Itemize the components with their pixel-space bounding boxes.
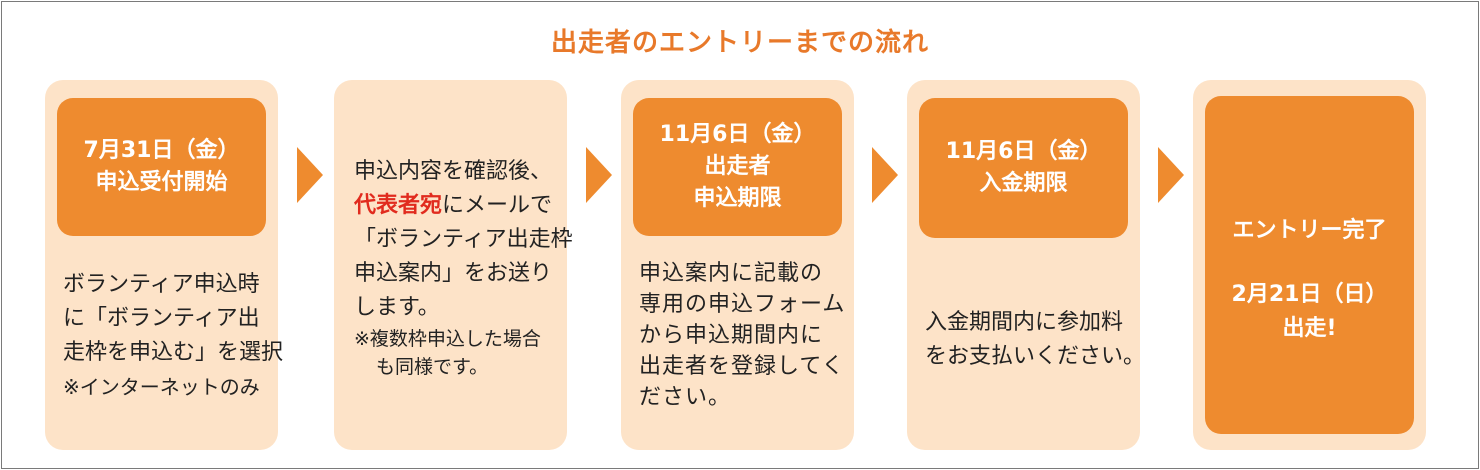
step-5-start: 出走! [1282, 316, 1337, 341]
step-4-card: 11月6日（金） 入金期限 入金期間内に参加料 をお支払いください。 [907, 80, 1146, 450]
step-3-card: 11月6日（金） 出走者 申込期限 申込案内に記載の 専用の申込フォーム から申… [621, 80, 854, 450]
step-4-header: 11月6日（金） 入金期限 [919, 98, 1128, 238]
step-3-header: 11月6日（金） 出走者 申込期限 [633, 98, 842, 236]
step-2-line-2-rest: にメールで [442, 193, 553, 218]
step-1-card: 7月31日（金） 申込受付開始 ボランティア申込時 に「ボランティア出 走枠を申… [45, 80, 284, 450]
step-3-date: 11月6日（金） [659, 122, 816, 147]
step-2-body: 申込内容を確認後、 代表者宛にメールで 「ボランティア出走枠 申込案内」をお送り… [354, 155, 573, 381]
step-4-date: 11月6日（金） [945, 139, 1102, 164]
step-4-line-2: をお支払いください。 [925, 344, 1146, 369]
step-2-line-2: 代表者宛にメールで [354, 189, 555, 223]
step-3-line-1: 申込案内に記載の [639, 261, 824, 286]
step-2-line-4: 申込案内」をお送り [354, 261, 553, 286]
step-2-note-1: ※複数枠申込した場合 [354, 328, 541, 350]
step-3-line-5: ださい。 [639, 385, 732, 410]
step-2-line-1: 申込内容を確認後、 [354, 159, 553, 184]
step-3-body: 申込案内に記載の 専用の申込フォーム から申込期間内に 出走者を登録してく ださ… [639, 258, 846, 413]
step-3-line-4: 出走者を登録してく [639, 354, 845, 379]
step-5-complete: エントリー完了 [1232, 218, 1387, 243]
arrow-3 [872, 147, 898, 203]
step-2-line-3: 「ボランティア出走枠 [354, 227, 573, 252]
step-5-final-box: エントリー完了 2月21日（日） 出走! [1205, 96, 1414, 434]
step-1-label: 申込受付開始 [95, 170, 228, 195]
step-1-line-2: に「ボランティア出 [63, 306, 260, 331]
step-3-line-2: 専用の申込フォーム [639, 292, 846, 317]
step-3-label-1: 出走者 [704, 154, 771, 179]
step-5-card: エントリー完了 2月21日（日） 出走! [1193, 80, 1426, 450]
step-3-label-2: 申込期限 [693, 186, 782, 211]
step-4-body: 入金期間内に参加料 をお支払いください。 [925, 306, 1146, 374]
step-4-line-1: 入金期間内に参加料 [925, 310, 1124, 335]
arrow-2 [586, 147, 612, 203]
step-2-line-5: します。 [354, 295, 440, 320]
arrow-4 [1158, 147, 1184, 203]
step-4-label: 入金期限 [979, 171, 1068, 196]
step-3-line-3: から申込期間内に [639, 323, 824, 348]
step-1-body: ボランティア申込時 に「ボランティア出 走枠を申込む」を選択 ※インターネットの… [63, 268, 284, 404]
step-2-card: 申込内容を確認後、 代表者宛にメールで 「ボランティア出走枠 申込案内」をお送り… [334, 80, 573, 450]
diagram-title: 出走者のエントリーまでの流れ [550, 28, 929, 58]
step-2-highlight: 代表者宛 [354, 193, 443, 218]
step-1-note: ※インターネットのみ [63, 375, 260, 399]
arrow-1 [297, 147, 323, 203]
step-1-date: 7月31日（金） [83, 138, 240, 163]
step-2-note-2: も同様です。 [376, 356, 489, 378]
step-5-date: 2月21日（日） [1231, 282, 1388, 307]
step-1-header: 7月31日（金） 申込受付開始 [57, 98, 266, 236]
step-1-line-3: 走枠を申込む」を選択 [63, 340, 284, 365]
step-1-line-1: ボランティア申込時 [63, 272, 260, 297]
